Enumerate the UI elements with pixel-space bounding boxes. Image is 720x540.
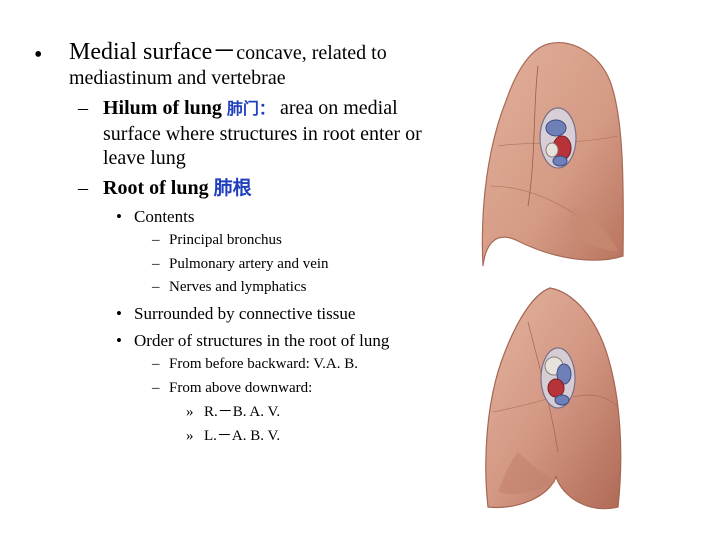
- medial-surface-desc-cont: mediastinum and vertebrae: [69, 67, 286, 89]
- lung-medial-surface-illustration-upper: [481, 42, 624, 267]
- dash-marker: –: [152, 256, 160, 272]
- surrounded-text: Surrounded by connective tissue: [134, 304, 356, 323]
- order-subitem: R.－B. A. V.: [204, 404, 281, 420]
- root-heading: Root of lung 肺根: [103, 178, 252, 198]
- chevron-marker: »: [186, 404, 194, 420]
- bullet-marker: •: [116, 304, 122, 323]
- root-chinese: 肺根: [213, 177, 252, 199]
- hilum-heading: Hilum of lung 肺门： area on medial: [103, 98, 398, 118]
- hilum-term: Hilum of lung: [103, 97, 222, 119]
- content-item: Principal bronchus: [169, 232, 282, 248]
- lung-fissure: [527, 65, 539, 207]
- order-item: From above downward:: [169, 380, 313, 396]
- lung-fissure: [572, 394, 619, 408]
- medial-surface-term: Medial surface－: [69, 39, 237, 65]
- impression: [568, 206, 618, 251]
- content-item: Pulmonary artery and vein: [169, 256, 329, 272]
- content-item: Nerves and lymphatics: [169, 279, 307, 295]
- hilum-desc-cont2: leave lung: [103, 147, 186, 169]
- impression: [498, 452, 556, 494]
- root-term: Root of lung: [103, 177, 209, 199]
- dash-marker: –: [78, 97, 88, 119]
- bullet-marker: •: [116, 331, 122, 350]
- dash-marker: –: [152, 380, 160, 396]
- hilum: [539, 107, 577, 169]
- lung-fissure: [489, 185, 579, 217]
- dash-marker: –: [78, 177, 88, 199]
- dash-marker: –: [152, 356, 160, 372]
- chevron-marker: »: [186, 428, 194, 444]
- medial-surface-desc: concave, related to: [236, 42, 387, 64]
- hilum-desc: area on medial: [279, 97, 398, 119]
- order-subitem: L.－A. B. V.: [204, 428, 281, 444]
- dash-marker: –: [152, 232, 160, 248]
- bullet-marker: •: [116, 207, 122, 226]
- dash-marker: –: [152, 279, 160, 295]
- bullet-marker: •: [34, 42, 43, 68]
- order-text: Order of structures in the root of lung: [134, 331, 390, 350]
- medial-surface-heading: Medial surface－concave, related to: [69, 40, 387, 64]
- hilum: [540, 347, 576, 409]
- hilum-chinese: 肺门：: [226, 99, 275, 118]
- contents-label: Contents: [134, 207, 195, 226]
- order-item: From before backward: V.A. B.: [169, 356, 358, 372]
- hilum-desc-cont1: surface where structures in root enter o…: [103, 123, 422, 145]
- lung-medial-surface-illustration-lower: [485, 287, 622, 510]
